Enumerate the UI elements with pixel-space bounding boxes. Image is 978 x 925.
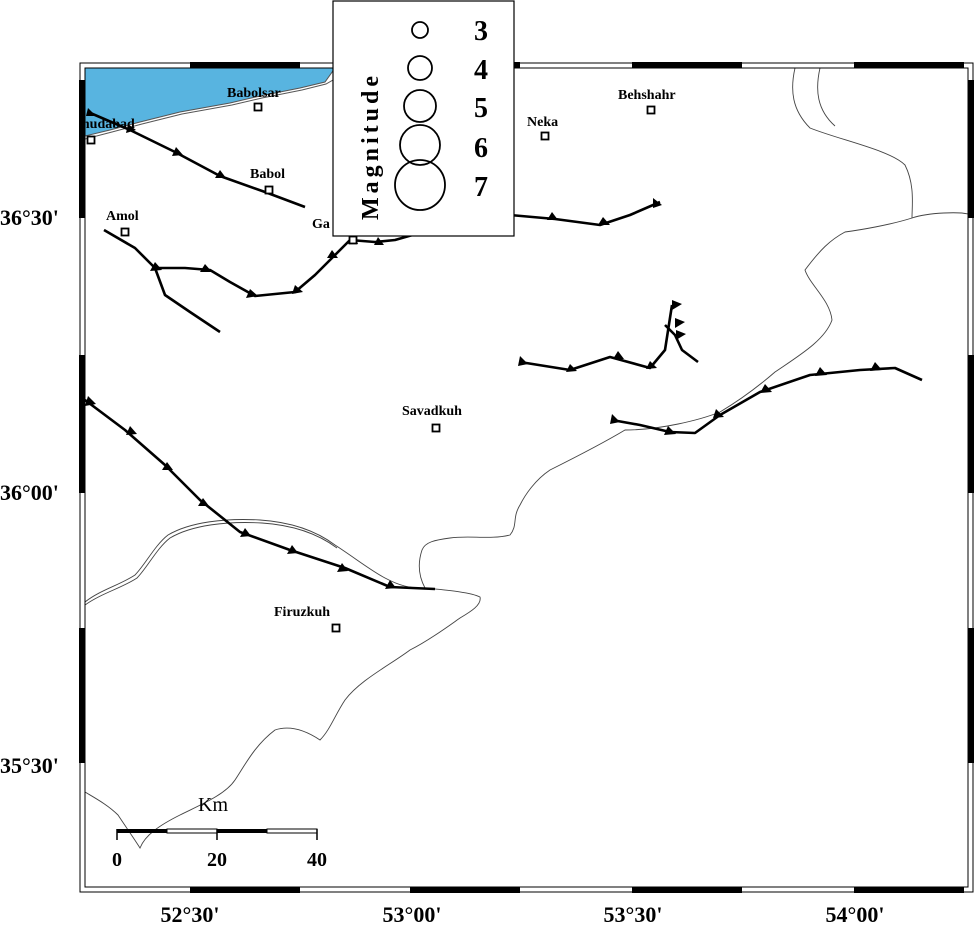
- city-babolsar: Babolsar: [227, 86, 281, 112]
- city-firuzkuh: Firuzkuh: [274, 605, 341, 633]
- city-behshahr: Behshahr: [618, 88, 676, 115]
- cities: Babolsar Behshahr Neka Mahmudabad Babol …: [50, 86, 676, 633]
- scale-tick-0: 0: [112, 849, 122, 871]
- scale-tick-40: 40: [307, 849, 327, 871]
- lon-label-53-00: 53°00': [383, 902, 442, 925]
- lon-label-54-00: 54°00': [826, 902, 885, 925]
- scale-bar: Km 0 20 40: [112, 794, 327, 871]
- scale-unit: Km: [198, 794, 228, 816]
- city-label-ghaemshahr: Ga: [312, 217, 330, 232]
- legend-mag-6: 6: [474, 133, 488, 164]
- longitude-labels: 52°30' 53°00' 53°30' 54°00': [161, 902, 885, 925]
- fault-neka-east: [519, 304, 674, 372]
- city-savadkuh: Savadkuh: [402, 404, 462, 433]
- fault-firuzkuh: [85, 398, 436, 591]
- lat-label-35-30: 35°30': [0, 753, 59, 778]
- city-label-amol: Amol: [106, 209, 139, 224]
- fault-neka-splay: [664, 324, 699, 364]
- legend-circle-6: [399, 124, 441, 166]
- city-babol: Babol: [250, 167, 285, 195]
- city-amol: Amol: [106, 209, 139, 237]
- caspian-sea: [85, 68, 336, 137]
- lat-label-36-00: 36°00': [0, 480, 59, 505]
- latitude-labels: 36°30' 36°00' 35°30': [0, 205, 59, 778]
- city-label-neka: Neka: [527, 115, 558, 130]
- province-boundaries: [85, 68, 968, 850]
- coastline: [85, 75, 341, 140]
- legend-circle-3: [411, 21, 429, 39]
- fault-north-alborz: [103, 200, 661, 298]
- legend-title: Magnitude: [358, 72, 384, 220]
- legend-mag-5: 5: [474, 93, 488, 124]
- fault-khazar: [87, 110, 306, 209]
- lon-label-53-30: 53°30': [604, 902, 663, 925]
- city-label-savadkuh: Savadkuh: [402, 404, 462, 419]
- legend-circle-7: [394, 159, 446, 211]
- scale-tick-20: 20: [207, 849, 227, 871]
- city-label-mahmudabad: Mahmudabad: [50, 117, 135, 132]
- lon-label-52-30: 52°30': [161, 902, 220, 925]
- legend-mag-7: 7: [474, 172, 488, 203]
- lat-label-36-30: 36°30': [0, 205, 59, 230]
- thrust-teeth: [85, 108, 882, 589]
- city-neka: Neka: [527, 115, 558, 141]
- legend-circle-5: [403, 89, 437, 123]
- city-label-behshahr: Behshahr: [618, 88, 676, 103]
- city-label-babol: Babol: [250, 167, 285, 182]
- city-label-firuzkuh: Firuzkuh: [274, 605, 330, 620]
- frame-ticks: [79, 62, 974, 893]
- magnitude-legend: Magnitude 3 4 5 6 7: [332, 0, 515, 237]
- map-area: [85, 68, 968, 887]
- fault-amol-branch: [153, 267, 221, 334]
- city-label-babolsar: Babolsar: [227, 86, 281, 101]
- legend-circle-4: [407, 55, 433, 81]
- legend-mag-4: 4: [474, 55, 488, 86]
- faults: [85, 110, 923, 591]
- legend-mag-3: 3: [474, 16, 488, 47]
- legend-box: [332, 0, 515, 237]
- city-mahmudabad: Mahmudabad: [50, 117, 135, 145]
